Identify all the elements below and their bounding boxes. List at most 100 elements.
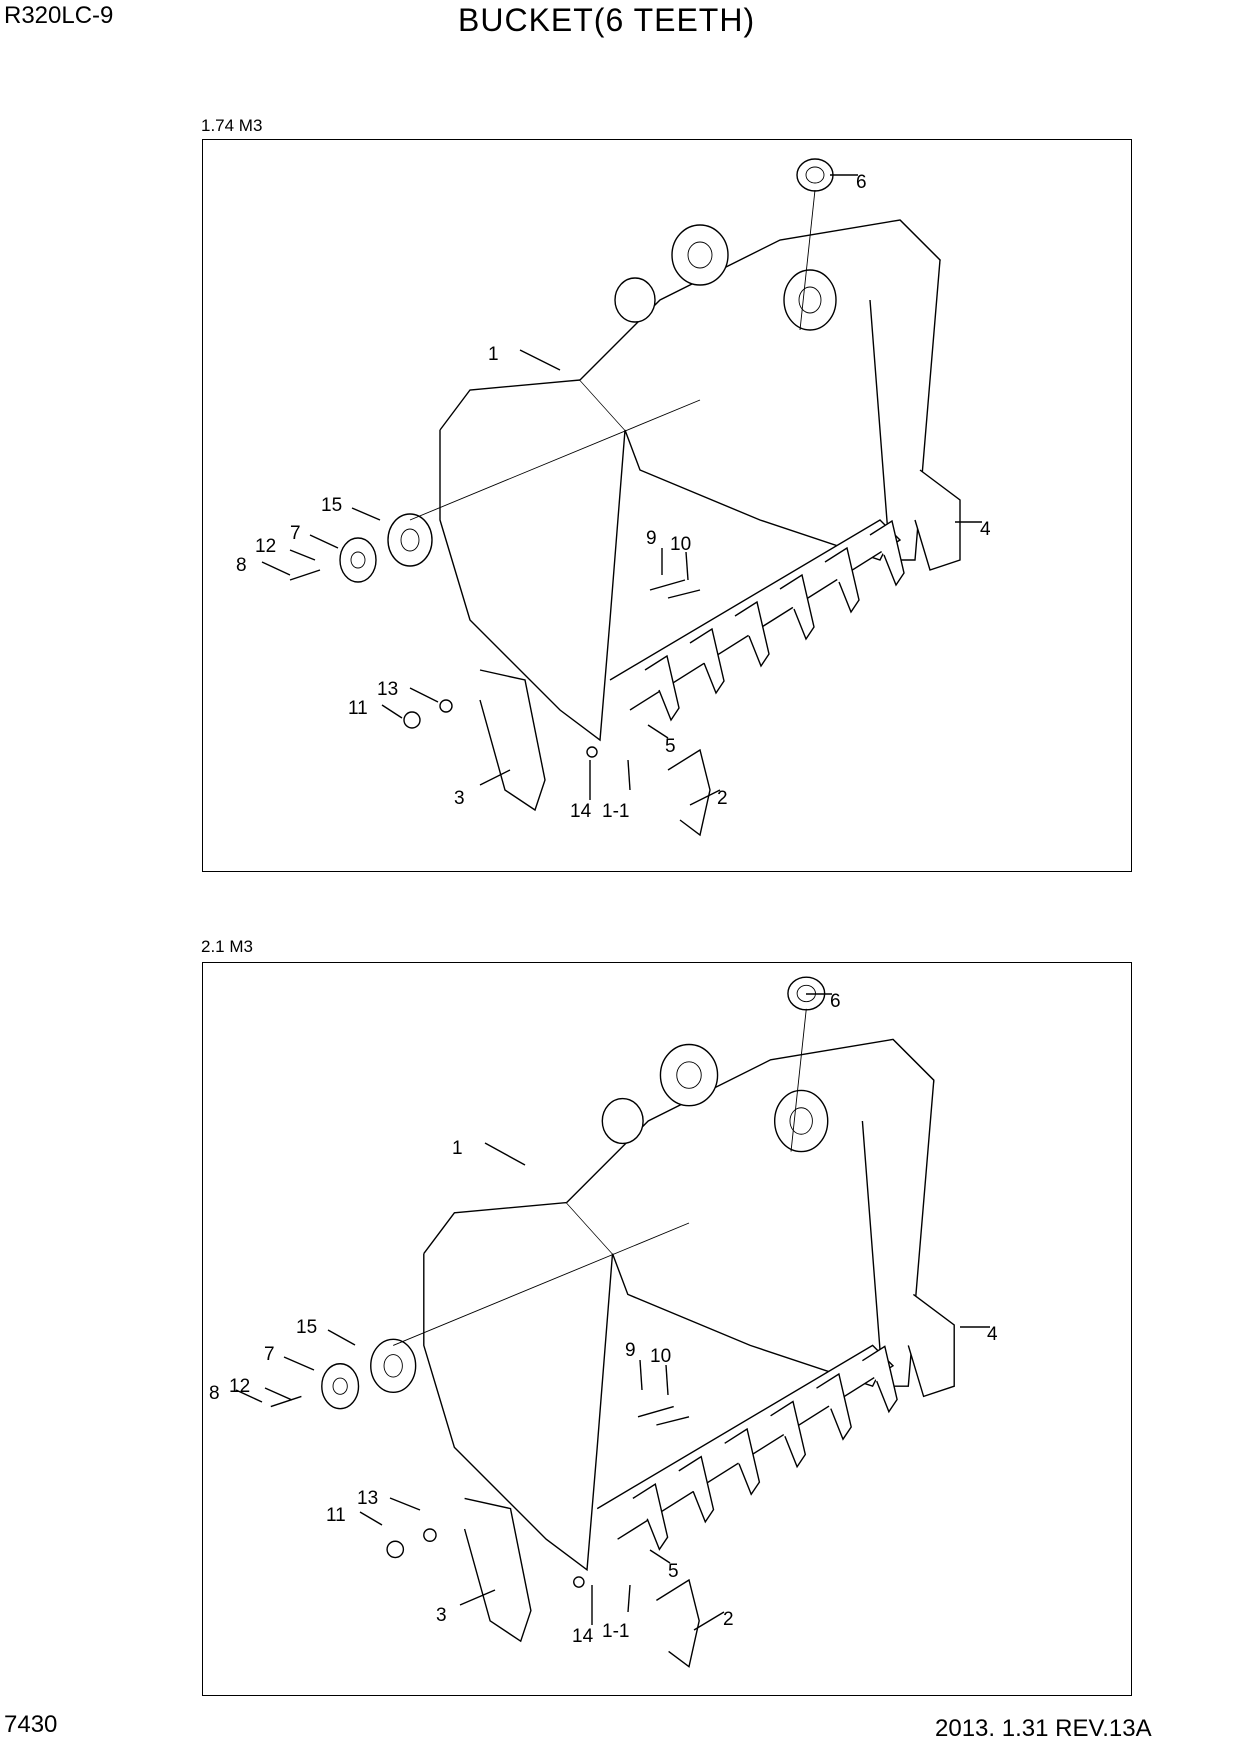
callout-3: 3: [436, 1605, 447, 1626]
leader-line-1-1: [627, 759, 631, 791]
callout-9: 9: [625, 1340, 636, 1361]
leader-line-2: [693, 1611, 725, 1631]
cutter-bolt: [649, 579, 686, 591]
bucket-tooth: [678, 1455, 715, 1524]
callout-1: 1: [488, 344, 499, 365]
leader-line-15: [327, 1329, 356, 1346]
hex-nut: [403, 711, 421, 729]
boss-ring: [387, 513, 433, 567]
callout-1-1: 1-1: [602, 1621, 629, 1642]
revision-date: 2013. 1.31 REV.13A: [935, 1715, 1152, 1742]
callout-4: 4: [980, 519, 991, 540]
bucket-tooth: [770, 1400, 807, 1469]
callout-13: 13: [377, 679, 398, 700]
callout-2: 2: [723, 1609, 734, 1630]
bucket-side-plate-right: [869, 219, 941, 561]
figure-frame-1: [202, 139, 1132, 872]
leader-line-9: [639, 1359, 643, 1391]
hinge-bore-bottom: [789, 1107, 813, 1135]
leader-line-11: [359, 1511, 383, 1526]
figure-frame-2: [202, 962, 1132, 1696]
tooth-point: [667, 748, 711, 837]
bucket-tooth: [724, 1427, 761, 1496]
bucket-tooth: [689, 627, 725, 695]
washer: [423, 1528, 437, 1542]
hinge-boss-top: [659, 1043, 719, 1107]
callout-1-1: 1-1: [602, 801, 629, 822]
callout-5: 5: [668, 1561, 679, 1582]
leader-line-13: [409, 687, 439, 703]
callout-14: 14: [572, 1626, 594, 1647]
cutter-bolt: [667, 589, 701, 599]
leader-line-5: [649, 1549, 671, 1564]
callout-11: 11: [348, 698, 368, 719]
callout-7: 7: [264, 1344, 275, 1365]
lock-nut: [586, 746, 598, 758]
boss-ring: [370, 1338, 417, 1394]
leader-line-15: [351, 507, 381, 521]
callout-11: 11: [326, 1505, 346, 1526]
figure-caption-1: 1.74 M3: [201, 116, 263, 135]
assembly-line: [799, 189, 816, 331]
bucket-tooth: [869, 519, 905, 587]
bucket-tooth: [779, 573, 815, 641]
bucket-tooth: [734, 600, 770, 668]
assembly-line: [790, 1008, 807, 1152]
callout-13: 13: [357, 1488, 378, 1509]
pin-bush-bore: [805, 166, 825, 184]
leader-line-12: [289, 549, 316, 561]
boss-ring-bore: [400, 528, 420, 552]
page-number: 7430: [4, 1711, 58, 1738]
callout-7: 7: [290, 523, 301, 544]
cutter-bolt: [637, 1405, 674, 1418]
side-cutter-left: [479, 669, 546, 812]
leader-line-2: [689, 789, 721, 806]
bucket-tooth: [824, 546, 860, 614]
callout-15: 15: [296, 1317, 317, 1338]
hinge-bore-top: [687, 241, 713, 269]
leader-line-8: [261, 561, 291, 576]
callout-10: 10: [670, 534, 691, 555]
lock-bolt: [289, 569, 321, 581]
callout-1: 1: [452, 1138, 463, 1159]
bucket-tooth: [644, 654, 680, 722]
bucket-side-plate-right: [861, 1038, 935, 1387]
lock-bolt: [270, 1395, 302, 1408]
hinge-boss-top: [671, 224, 729, 286]
leader-line-10: [665, 1364, 669, 1396]
callout-8: 8: [236, 555, 247, 576]
shim-plate-bore: [350, 551, 366, 569]
leader-line-12: [264, 1387, 293, 1401]
hinge-bore-top: [676, 1061, 702, 1089]
callout-3: 3: [454, 788, 465, 809]
callout-5: 5: [665, 736, 676, 757]
leader-line-13: [389, 1497, 421, 1511]
callout-6: 6: [856, 172, 867, 193]
callout-4: 4: [987, 1324, 998, 1345]
leader-line-1: [519, 349, 561, 371]
hinge-boss-bottom: [783, 269, 837, 331]
shim-plate: [339, 537, 377, 583]
callout-8: 8: [209, 1383, 220, 1404]
callout-9: 9: [646, 528, 657, 549]
side-cutter-right: [914, 469, 961, 571]
bucket-side-plate-left: [439, 379, 626, 742]
side-cutter-left: [463, 1497, 532, 1643]
bucket-tooth: [816, 1372, 852, 1441]
callout-2: 2: [717, 788, 728, 809]
washer: [439, 699, 453, 713]
hex-nut: [386, 1540, 405, 1559]
leader-line-1: [484, 1142, 526, 1166]
assembly-line: [393, 1222, 690, 1346]
boss-ring-bore: [383, 1354, 403, 1378]
side-cutter-right: [907, 1293, 955, 1398]
callout-12: 12: [229, 1376, 250, 1397]
model-number: R320LC-9: [4, 2, 114, 29]
pin-bush: [796, 158, 834, 192]
shim-plate: [321, 1363, 360, 1410]
lock-nut: [573, 1576, 585, 1588]
leader-line-3: [479, 769, 511, 786]
